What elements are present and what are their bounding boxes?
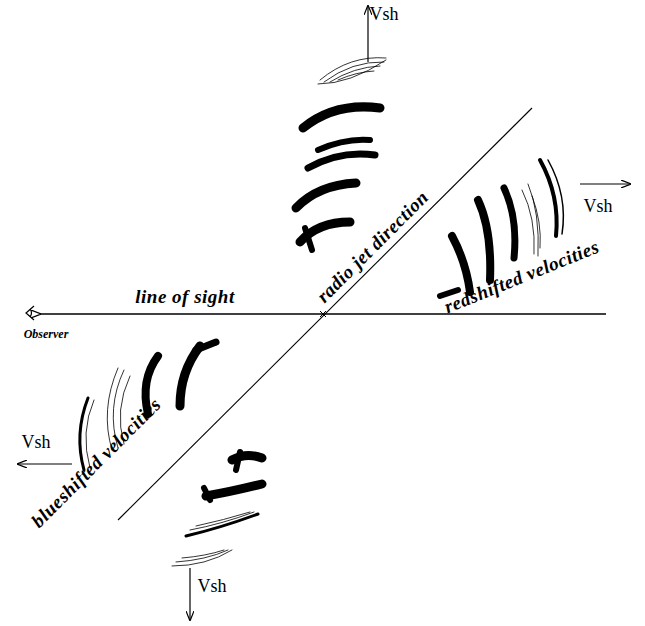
velocity-label: Vsh (369, 5, 398, 23)
axis-label: radio jet direction (313, 187, 432, 306)
velocity-label: Vsh (197, 577, 226, 595)
velocity-label: Vsh (583, 197, 612, 215)
observer-label: Observer (24, 328, 69, 340)
axis-label: line of sight (135, 287, 234, 306)
velocity-label: Vsh (21, 433, 50, 451)
shock-upper (296, 58, 386, 250)
shock-bottom (172, 452, 262, 566)
region-label: blueshifted velocities (28, 394, 165, 531)
origin-mark (320, 311, 326, 317)
jet-axis (118, 108, 532, 520)
velocity-arrows (18, 6, 630, 620)
observer-eye (26, 306, 34, 320)
